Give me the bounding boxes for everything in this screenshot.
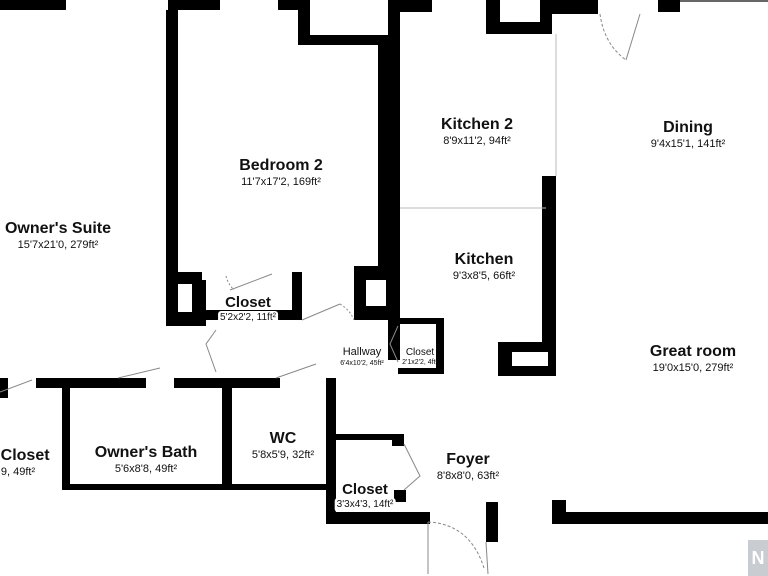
great-room: Great room 19'0x15'0, 279ft²: [650, 342, 736, 375]
foyer: Foyer 8'8x8'0, 63ft²: [437, 450, 499, 483]
room-name: Bedroom 2: [239, 157, 323, 174]
dining: Dining 9'4x15'1, 141ft²: [651, 118, 726, 151]
room-dimensions: 5'6x8'8, 49ft²: [114, 463, 178, 475]
room-dimensions: 9'4x15'1, 141ft²: [650, 138, 726, 150]
owners-suite: Owner's Suite 15'7x21'0, 279ft²: [5, 219, 111, 252]
room-name: Owner's Bath: [94, 444, 198, 461]
room-dimensions: 11'7x17'2, 169ft²: [241, 176, 321, 188]
closet-bedroom: Closet 5'2x2'2, 11ft²: [218, 294, 278, 325]
room-name: n Closet: [0, 447, 50, 464]
kitchen: Kitchen 9'3x8'5, 66ft²: [453, 250, 515, 283]
room-name: Closet: [342, 481, 388, 498]
room-name: Kitchen 2: [440, 116, 514, 133]
room-name: Dining: [663, 119, 713, 136]
room-dimensions: 5'2x2'2, 11ft²: [218, 311, 278, 325]
wc: WC 5'8x5'9, 32ft²: [252, 429, 314, 462]
owners-bath: Owner's Bath 5'6x8'8, 49ft²: [95, 443, 198, 476]
room-name: Closet: [225, 294, 271, 311]
room-dimensions: 9, 49ft²: [0, 466, 36, 478]
room-name: Great room: [649, 343, 737, 360]
bedroom-2: Bedroom 2 11'7x17'2, 169ft²: [239, 156, 323, 189]
room-dimensions: 8'8x8'0, 63ft²: [436, 470, 500, 482]
room-dimensions: 15'7x21'0, 279ft²: [17, 239, 99, 251]
room-name: WC: [269, 430, 297, 447]
closet-foyer: Closet 3'3x4'3, 14ft²: [334, 481, 396, 512]
closet-hall: Closet 2'1x2'2, 4ft²: [402, 347, 438, 367]
brand-logo: N: [748, 540, 768, 576]
room-name: Owner's Suite: [4, 220, 112, 237]
room-dimensions: 5'8x5'9, 32ft²: [251, 449, 315, 461]
kitchen-2: Kitchen 2 8'9x11'2, 94ft²: [441, 115, 513, 148]
room-name: Closet: [405, 347, 435, 358]
room-dimensions: 2'1x2'2, 4ft²: [402, 359, 438, 366]
walk-in-closet: n Closet 9, 49ft²: [0, 446, 50, 479]
room-name: Hallway: [342, 346, 382, 358]
interior-partition-lines: [400, 34, 557, 209]
room-dimensions: 3'3x4'3, 14ft²: [334, 498, 396, 512]
walls: [0, 0, 768, 542]
room-dimensions: 8'9x11'2, 94ft²: [443, 135, 511, 147]
room-name: Kitchen: [454, 251, 514, 268]
room-dimensions: 19'0x15'0, 279ft²: [652, 362, 734, 374]
room-dimensions: 9'3x8'5, 66ft²: [452, 270, 516, 282]
room-name: Foyer: [446, 451, 490, 468]
hallway: Hallway 6'4x10'2, 45ft²: [340, 346, 384, 368]
room-dimensions: 6'4x10'2, 45ft²: [340, 360, 384, 367]
